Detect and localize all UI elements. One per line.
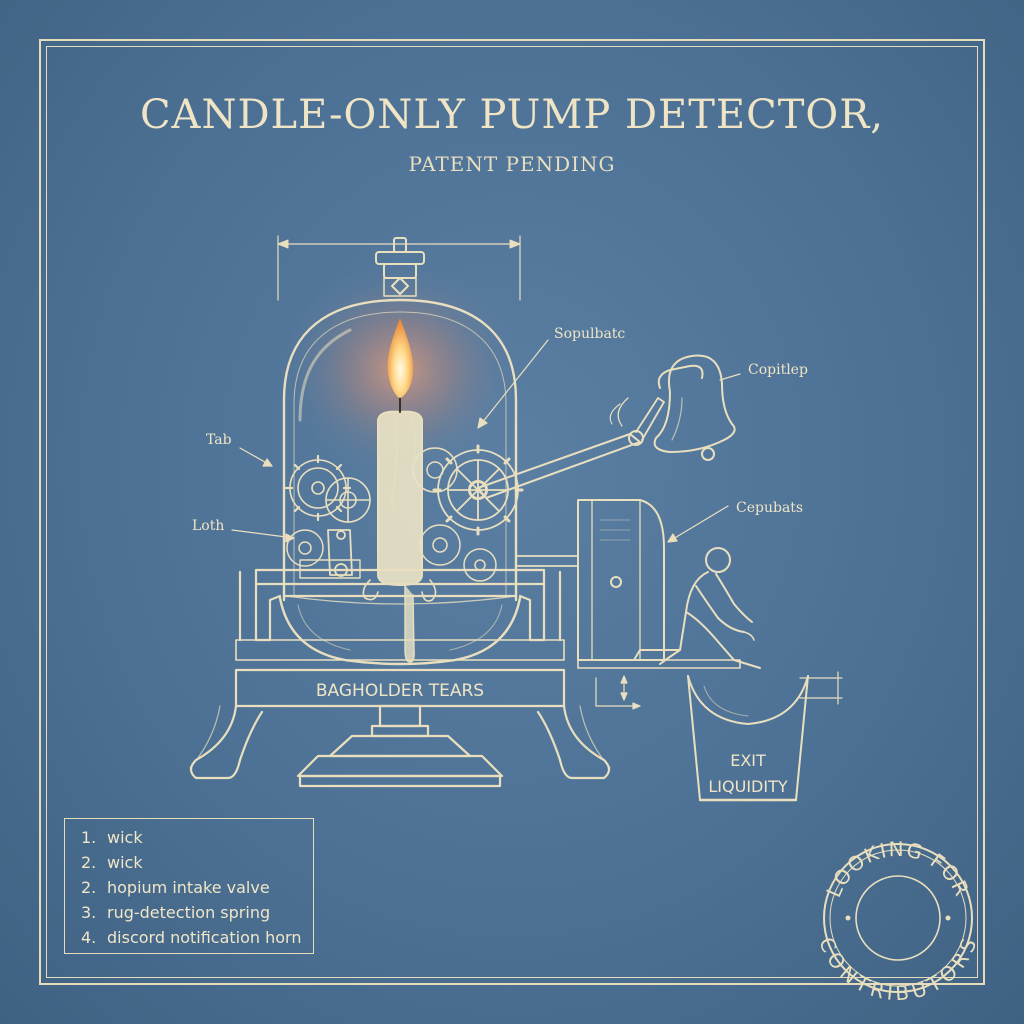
diagram-subtitle: PATENT PENDING xyxy=(408,152,616,176)
wax-bowl xyxy=(278,594,522,666)
width-dimension-line xyxy=(277,235,521,301)
gear-lower-left xyxy=(286,529,324,567)
base-plate-label: BAGHOLDER TEARS xyxy=(316,681,484,701)
inner-border xyxy=(46,46,978,978)
callout-label-left-lower: Loth xyxy=(192,518,224,534)
svg-text:LOOKING FOR: LOOKING FOR xyxy=(821,837,974,901)
legend-item-number: 1. xyxy=(81,828,97,847)
stamp-bottom-text: CONTRIBUTORS xyxy=(814,934,980,1005)
legend-item-number: 2. xyxy=(81,853,97,872)
legend-item: 2. wick xyxy=(81,850,313,875)
gear-left xyxy=(284,454,352,522)
alarm-bell xyxy=(609,354,736,461)
callout-leaders xyxy=(231,339,741,543)
legend-item: 1. wick xyxy=(81,825,313,850)
detector-cabinet xyxy=(577,499,741,669)
legend-item: 2. hopium intake valve xyxy=(81,875,313,900)
legend-item-number: 4. xyxy=(81,928,97,947)
legend-item-text: rug-detection spring xyxy=(107,903,271,922)
legend-item: 4. discord notification horn xyxy=(81,925,313,950)
gear-left-small xyxy=(325,477,371,523)
svg-text:CONTRIBUTORS: CONTRIBUTORS xyxy=(814,934,982,1005)
stamp-top-text: LOOKING FOR xyxy=(821,837,973,901)
jar-finial xyxy=(375,237,425,297)
legend-item-text: wick xyxy=(107,853,143,872)
glass-dome xyxy=(282,298,518,602)
connecting-rod xyxy=(515,555,579,567)
exit-liquidity-bucket xyxy=(687,675,809,802)
bucket-label-line1: EXIT xyxy=(730,751,766,770)
stand-frame xyxy=(189,568,611,788)
bucket-label-line2: LIQUIDITY xyxy=(708,777,787,796)
parts-legend: 1. wick 2. wick 2. hopium intake valve 3. ru… xyxy=(64,818,314,954)
candle-flame xyxy=(387,318,414,398)
callout-label-tab: Tab xyxy=(206,432,232,448)
legend-item-text: discord notification horn xyxy=(107,928,302,947)
legend-item-text: hopium intake valve xyxy=(107,878,270,897)
callout-label-bell: Copitlep xyxy=(748,362,808,378)
outer-border xyxy=(39,39,985,985)
legend-item: 3. rug-detection spring xyxy=(81,900,313,925)
diagram-title: CANDLE-ONLY PUMP DETECTOR, xyxy=(139,92,885,138)
callout-label-right-side: Cepubats xyxy=(736,500,803,516)
bell-linkage-arm xyxy=(468,397,665,500)
kneeling-person xyxy=(633,547,761,669)
callout-label-top-right: Sopulbatc xyxy=(554,326,625,342)
legend-item-number: 3. xyxy=(81,903,97,922)
contributors-stamp: LOOKING FOR CONTRIBUTORS xyxy=(814,837,982,1005)
legend-item-number: 2. xyxy=(81,878,97,897)
legend-item-text: wick xyxy=(107,828,143,847)
